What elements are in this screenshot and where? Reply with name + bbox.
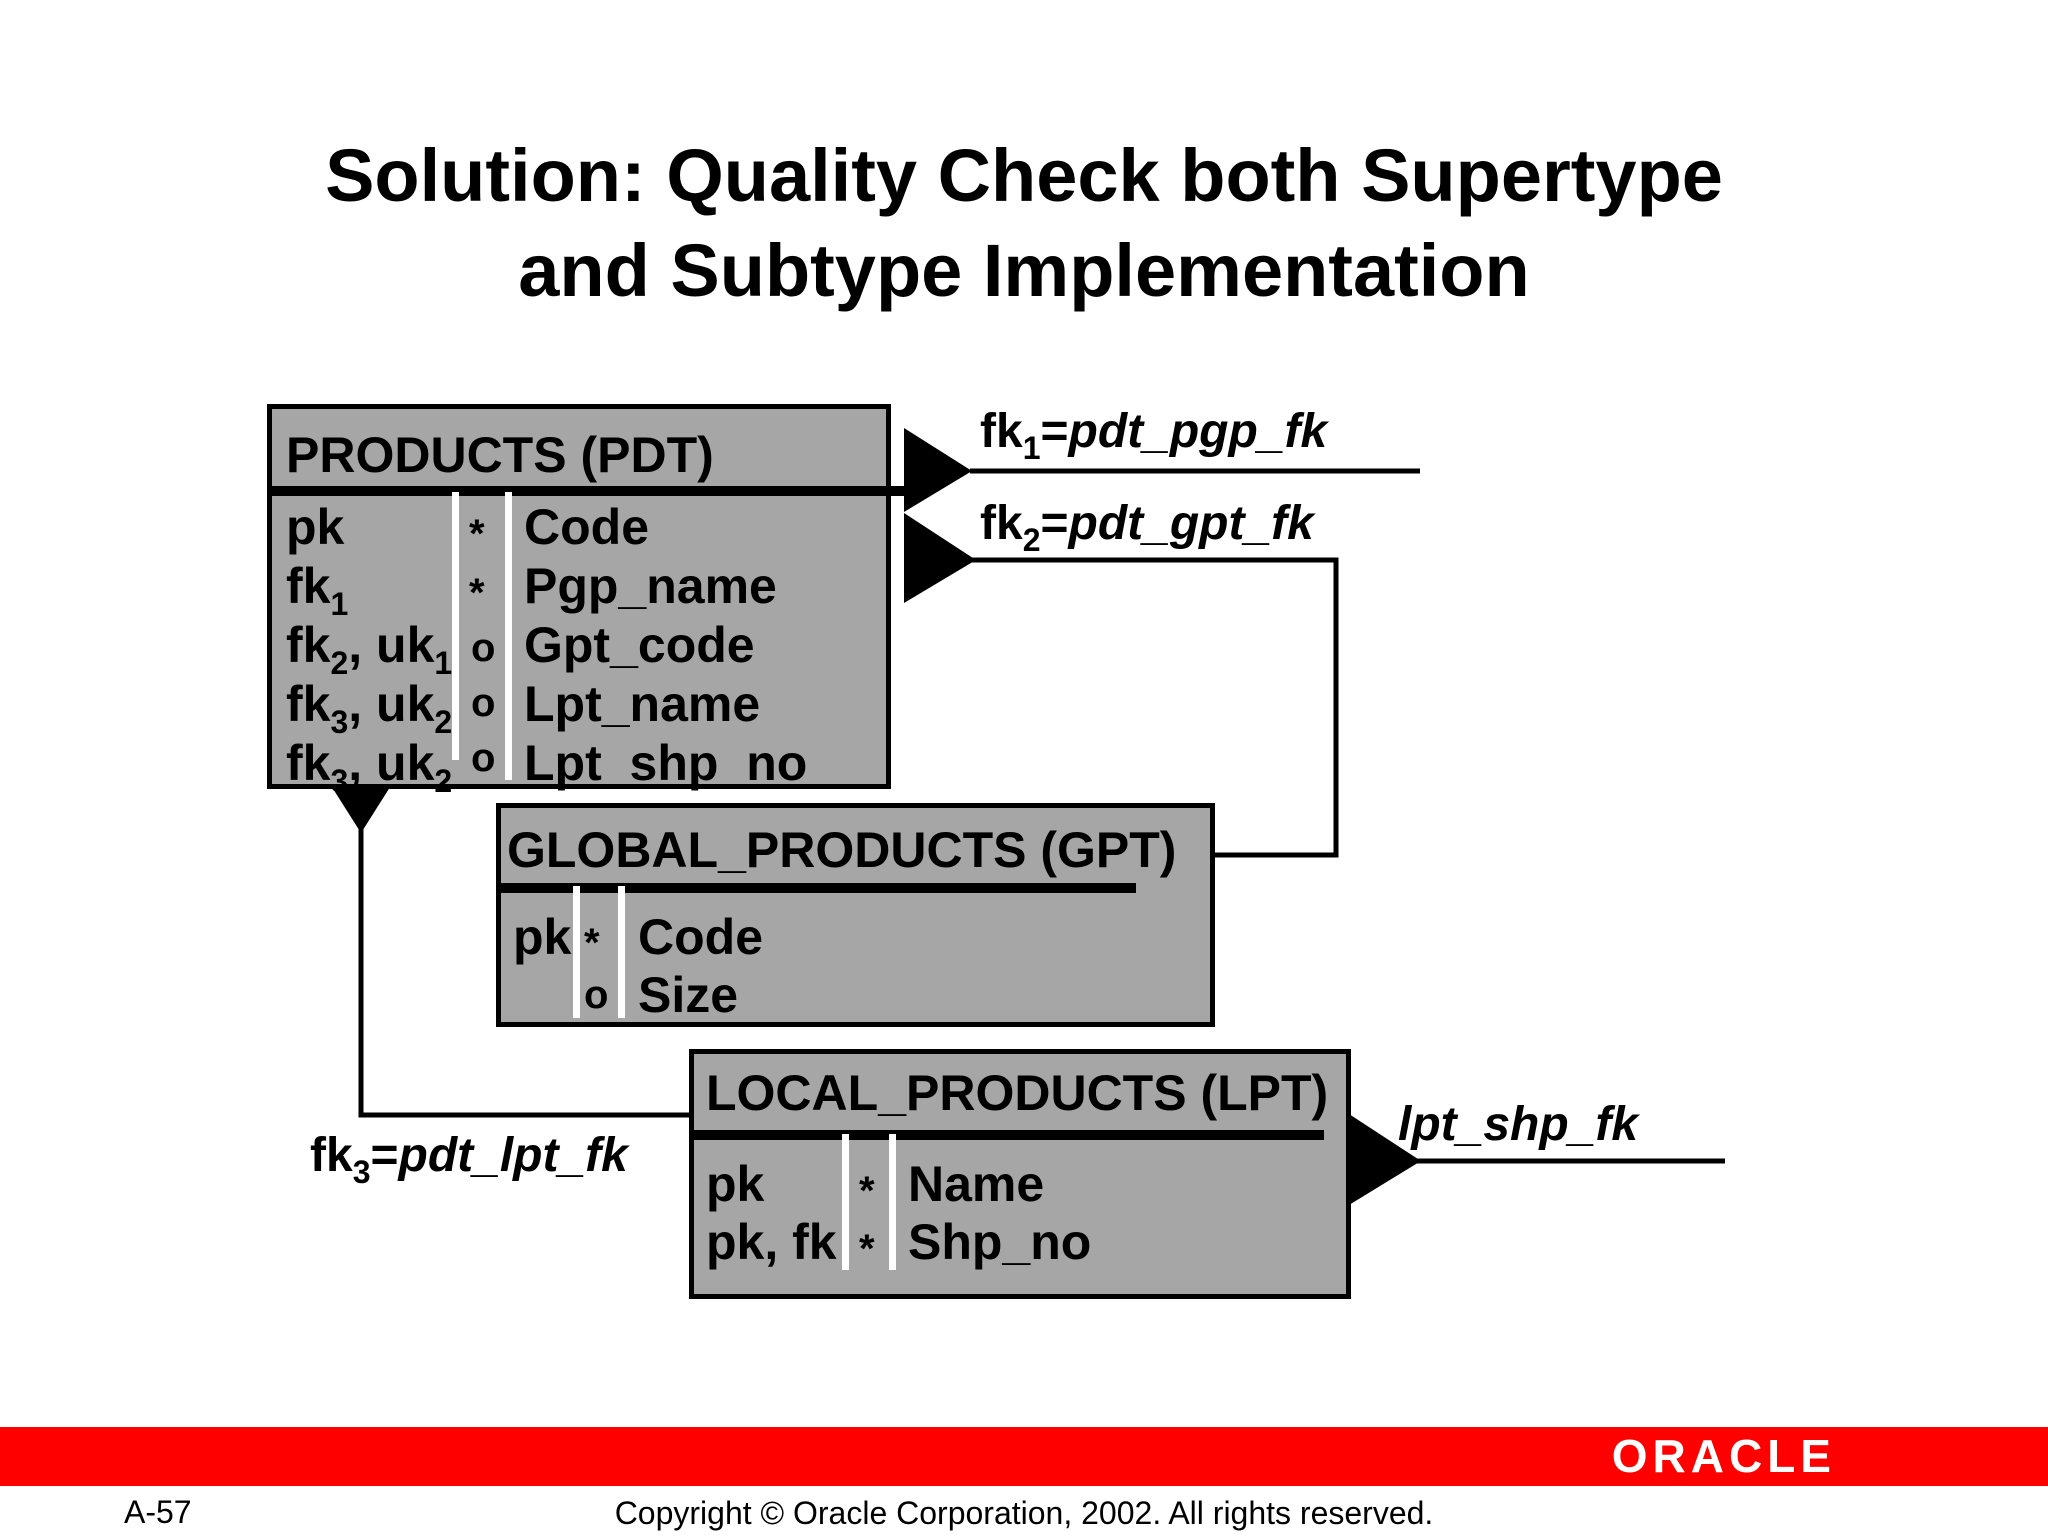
products-row-4-optionality: o: [471, 681, 496, 725]
global-products-optionality-separator: [618, 886, 625, 1018]
fk3-crowsfoot-arrow: [330, 784, 392, 833]
products-row-3-optionality: o: [471, 626, 496, 670]
global-products-table[interactable]: GLOBAL_PRODUCTS (GPT) pk * Code o Size: [496, 803, 1215, 1027]
products-row-4-column: Lpt_name: [524, 676, 761, 732]
products-row-1-key: pk: [286, 499, 345, 555]
products-row-5-column: Lpt_shp_no: [524, 735, 808, 791]
global-products-row-1-optionality: *: [584, 921, 600, 965]
global-products-row-2-column: Size: [638, 967, 739, 1023]
fk1-relationship-label: fk1=pdt_pgp_fk: [980, 405, 1328, 466]
products-key-separator: [452, 492, 459, 760]
global-products-row-1-column: Code: [638, 909, 763, 965]
local-products-key-separator: [842, 1134, 849, 1270]
fk2-relationship-label: fk2=pdt_gpt_fk: [980, 497, 1314, 558]
products-row-4-key: fk3, uk2: [286, 676, 453, 740]
products-row-5-key: fk3, uk2: [286, 735, 453, 799]
local-products-table-title: LOCAL_PRODUCTS (LPT): [706, 1065, 1329, 1121]
products-table-header-rule: [272, 486, 906, 496]
products-row-5-optionality: o: [471, 736, 496, 780]
slide-title-line-2: and Subtype Implementation: [518, 229, 1530, 312]
fk2-crowsfoot-arrow: [904, 513, 976, 603]
lpt-shp-relationship-label: lpt_shp_fk: [1398, 1098, 1639, 1151]
products-table-title: PRODUCTS (PDT): [286, 427, 714, 483]
products-row-2-key: fk1: [286, 558, 349, 622]
slide-title-line-1: Solution: Quality Check both Supertype: [325, 134, 1723, 217]
local-products-row-1-column: Name: [908, 1156, 1045, 1212]
products-row-3-column: Gpt_code: [524, 617, 755, 673]
products-row-2-column: Pgp_name: [524, 558, 777, 614]
products-row-2-optionality: *: [469, 571, 485, 615]
local-products-row-2-key: pk, fk: [706, 1214, 837, 1270]
products-optionality-separator: [505, 492, 512, 780]
global-products-table-title: GLOBAL_PRODUCTS (GPT): [507, 822, 1177, 878]
oracle-logo: ORACLE: [1611, 1430, 1836, 1482]
fk2-connector-line: [970, 557, 1339, 858]
fk1-crowsfoot-arrow: [904, 428, 972, 512]
fk3-connector-line: [358, 820, 691, 1118]
local-products-table-header-rule: [694, 1130, 1324, 1140]
local-products-row-1-optionality: *: [859, 1169, 875, 1213]
footer-bar: ORACLE: [0, 1427, 2048, 1486]
local-products-optionality-separator: [889, 1134, 896, 1270]
local-products-row-2-optionality: *: [859, 1227, 875, 1271]
local-products-table[interactable]: LOCAL_PRODUCTS (LPT) pk * Name pk, fk * …: [689, 1049, 1351, 1299]
global-products-row-2-optionality: o: [584, 973, 609, 1017]
page-number: A-57: [124, 1494, 192, 1530]
products-table[interactable]: PRODUCTS (PDT) pk * Code fk1 * Pgp_name …: [267, 404, 906, 799]
local-products-row-2-column: Shp_no: [908, 1214, 1092, 1270]
lpt-shp-crowsfoot-arrow: [1349, 1114, 1421, 1205]
slide-title: Solution: Quality Check both Supertype a…: [0, 128, 2048, 318]
global-products-table-header-rule: [501, 883, 1136, 893]
fk3-relationship-label: fk3=pdt_lpt_fk: [310, 1129, 628, 1190]
products-row-1-column: Code: [524, 499, 649, 555]
local-products-row-1-key: pk: [706, 1156, 765, 1212]
products-row-3-key: fk2, uk1: [286, 617, 453, 681]
global-products-key-separator: [573, 886, 580, 1018]
copyright-notice: Copyright © Oracle Corporation, 2002. Al…: [614, 1495, 1434, 1531]
products-row-1-optionality: *: [469, 512, 485, 556]
global-products-row-1-key: pk: [513, 909, 572, 965]
